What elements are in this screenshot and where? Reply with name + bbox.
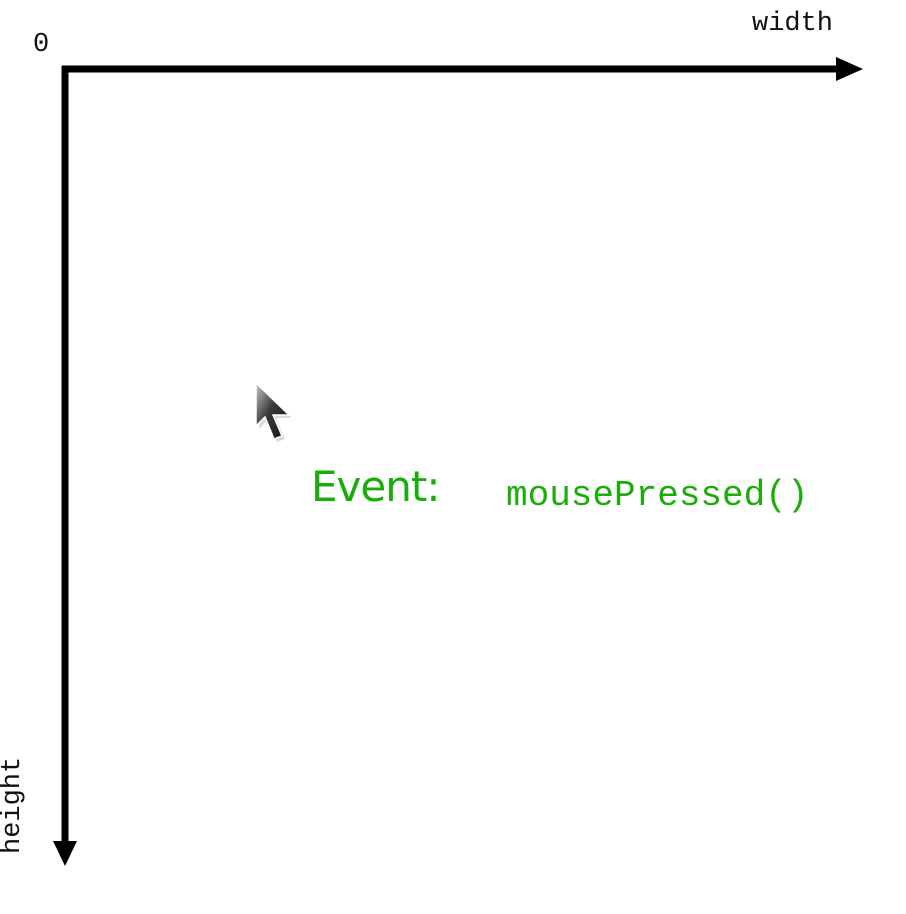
origin-label: 0 — [33, 30, 50, 60]
event-function-name: mousePressed() — [506, 475, 809, 516]
mouse-pointer-arrow-icon — [255, 381, 292, 442]
x-axis-label: width — [752, 9, 834, 39]
event-label: Event: — [311, 462, 440, 511]
y-axis-arrowhead — [53, 841, 77, 866]
x-axis-arrowhead — [836, 57, 863, 81]
y-axis-label: height — [0, 756, 28, 854]
